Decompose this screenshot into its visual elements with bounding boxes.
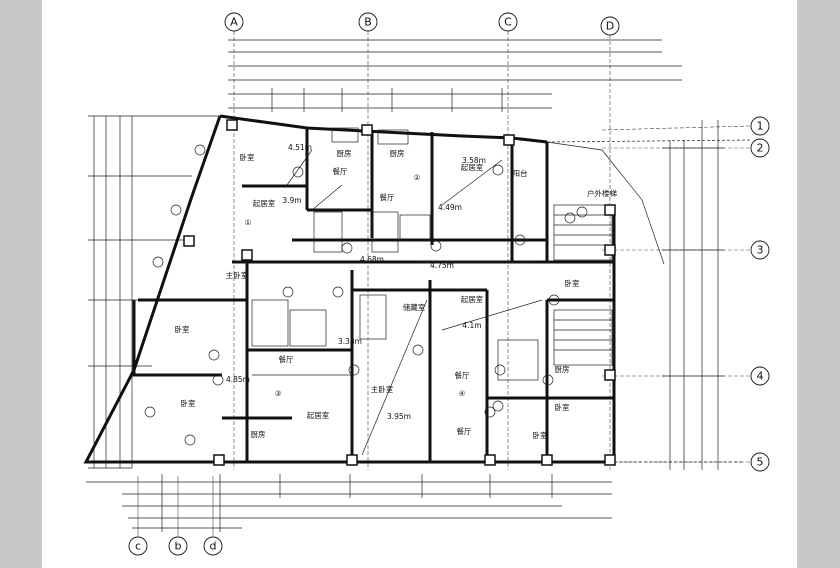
room-label: 主卧室	[371, 384, 394, 394]
svg-text:1: 1	[757, 120, 764, 133]
axis-bubble-bottom-d: d	[203, 476, 223, 556]
floor-plan: A B C D 1 2	[83, 12, 770, 556]
svg-text:3: 3	[757, 244, 764, 257]
room-label: 阳台	[513, 168, 528, 178]
dimension-label: 3.9m	[282, 196, 301, 205]
bathroom-fixtures	[251, 127, 539, 381]
axis-bubble-right-5: 5	[750, 452, 770, 472]
dimension-label: 3.95m	[387, 412, 411, 421]
room-label: 卧室	[565, 278, 580, 288]
axis-bubble-top-C: C	[498, 12, 518, 32]
dimension-chains-bottom	[86, 474, 612, 532]
room-label: 厨房	[390, 148, 405, 158]
dimension-label: 3.38m	[338, 337, 362, 346]
room-label: 起居室	[461, 294, 484, 304]
dimension-labels: 4.51m 3.58m 4.49m 3.9m 4.75m 3.38m 4.1m …	[226, 143, 486, 421]
dimension-label: 4.1m	[462, 321, 481, 330]
dimension-chains-left	[88, 115, 222, 469]
room-label: 主卧室	[226, 270, 249, 280]
dimension-label: 4.75m	[430, 261, 454, 270]
svg-text:4: 4	[757, 370, 764, 383]
room-label: 起居室	[253, 198, 276, 208]
stair-label: 户外楼梯	[587, 188, 617, 198]
dimension-chains-top	[228, 39, 682, 112]
room-labels: 卧室 厨房 厨房 起居室 阳台 餐厅 餐厅 起居室 主卧室 卧室 餐厅 储藏室 …	[175, 148, 580, 440]
room-label: 卧室	[181, 398, 196, 408]
room-label: 卧室	[240, 152, 255, 162]
dimension-label: 4.68m	[360, 255, 384, 264]
room-label: 餐厅	[457, 427, 472, 436]
svg-text:C: C	[504, 16, 512, 29]
svg-text:D: D	[606, 20, 614, 33]
unit-marks: ① ② ③ ④	[245, 173, 466, 398]
axis-bubble-top-D: D	[600, 16, 620, 36]
svg-text:b: b	[175, 540, 182, 553]
unit-mark: ②	[414, 173, 421, 182]
room-label: 餐厅	[455, 371, 470, 380]
svg-text:d: d	[210, 540, 217, 553]
measurement-diagonals	[252, 149, 543, 456]
dimension-label: 3.58m	[462, 156, 486, 165]
room-label: 厨房	[251, 429, 266, 439]
svg-text:A: A	[230, 16, 238, 29]
unit-mark: ④	[459, 389, 466, 398]
room-label: 餐厅	[380, 193, 395, 202]
room-label: 储藏室	[403, 302, 426, 312]
room-label: 厨房	[337, 148, 352, 158]
axis-bubble-bottom-c: c	[128, 476, 148, 556]
axis-bubble-bottom-b: b	[168, 476, 188, 556]
axis-bubble-right-4: 4	[750, 366, 770, 386]
room-label: 卧室	[533, 430, 548, 440]
dimension-label: 4.85m	[226, 375, 250, 384]
unit-mark: ③	[275, 389, 282, 398]
view-markers	[144, 144, 588, 446]
dimension-chains-right	[662, 120, 724, 470]
room-label: 厨房	[555, 364, 570, 374]
svg-text:2: 2	[757, 142, 764, 155]
svg-text:5: 5	[757, 456, 764, 469]
roof-edge	[546, 139, 753, 463]
axis-bubble-right-1: 1	[750, 116, 770, 136]
axis-bubble-right-3: 3	[750, 240, 770, 260]
axis-bubble-top-A: A	[224, 12, 244, 32]
room-label: 卧室	[175, 324, 190, 334]
unit-mark: ①	[245, 218, 252, 227]
room-label: 起居室	[307, 410, 330, 420]
svg-text:c: c	[135, 540, 141, 553]
stairs: 户外楼梯	[553, 188, 617, 366]
room-label: 餐厅	[279, 355, 294, 364]
axis-bubble-top-B: B	[358, 12, 378, 32]
dimension-label: 4.49m	[438, 203, 462, 212]
drawing-sheet: A B C D 1 2	[42, 0, 797, 568]
axis-bubble-right-2: 2	[750, 138, 770, 158]
dimension-label: 4.51m	[288, 143, 312, 152]
svg-text:B: B	[364, 16, 372, 29]
room-label: 卧室	[555, 402, 570, 412]
room-label: 餐厅	[333, 167, 348, 176]
room-label: 起居室	[461, 162, 484, 172]
structural-columns	[183, 119, 616, 466]
axis-lines-horizontal	[601, 125, 751, 463]
